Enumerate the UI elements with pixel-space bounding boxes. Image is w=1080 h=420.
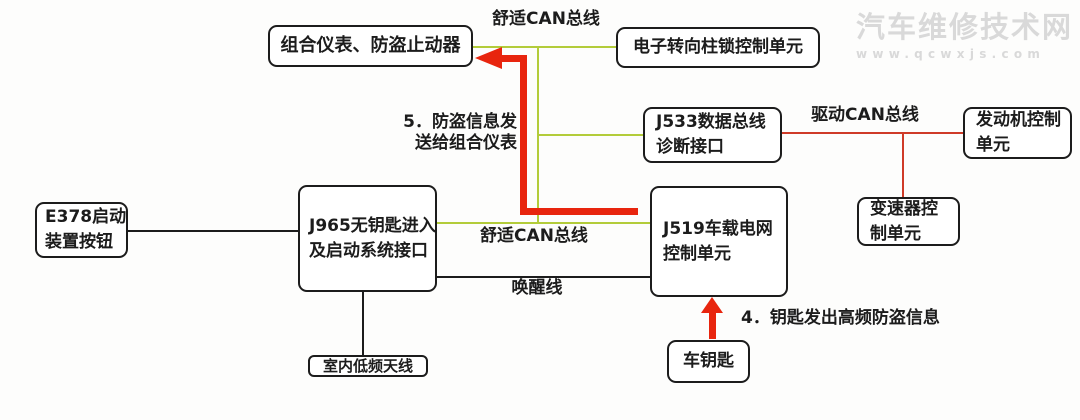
annotation-step5: 5．防盗信息发 送给组合仪表	[385, 112, 517, 155]
node-label: 电子转向柱锁控制单元	[633, 37, 803, 58]
node-e378-start-button: E378启动 装置按钮	[35, 202, 128, 258]
node-label-line2: 控制单元	[663, 243, 731, 264]
node-label-line1: J533数据总线	[656, 112, 766, 133]
node-instrument-cluster-immobilizer: 组合仪表、防盗止动器	[268, 25, 473, 67]
signal-path-top	[501, 55, 527, 62]
node-label-line2: 及启动系统接口	[309, 240, 428, 261]
key-arrow-shaft	[709, 311, 716, 339]
watermark: 汽车维修技术网 www.qcwxjs.com	[856, 4, 1078, 61]
node-j533-gateway: J533数据总线 诊断接口	[643, 107, 782, 163]
node-label: 车钥匙	[683, 351, 734, 372]
comfort-can-top-label: 舒适CAN总线	[492, 9, 600, 29]
comfort-can-line-top	[473, 46, 617, 48]
node-label-line1: J965无钥匙进入	[309, 215, 436, 236]
node-label: 组合仪表、防盗止动器	[280, 34, 461, 56]
annotation-step5-line2: 送给组合仪表	[415, 133, 517, 154]
node-label-line1: E378启动	[45, 207, 127, 228]
node-engine-control-unit: 发动机控制 单元	[963, 107, 1072, 159]
node-label-line2: 装置按钮	[45, 232, 113, 252]
key-arrowhead-up-icon	[701, 297, 723, 313]
node-electronic-steering-column-lock: 电子转向柱锁控制单元	[616, 27, 820, 68]
node-j519-onboard-network-control-unit: J519车载电网 控制单元	[650, 186, 788, 297]
signal-path-bottom	[520, 208, 638, 215]
drive-can-branch-transmission	[902, 133, 904, 197]
comfort-can-branch-j533	[538, 134, 644, 136]
node-label: 室内低频天线	[322, 356, 413, 375]
watermark-title: 汽车维修技术网	[856, 10, 1074, 44]
drive-can-line	[782, 132, 964, 134]
node-label-line2: 制单元	[870, 223, 921, 244]
line-j965-to-antenna	[362, 292, 364, 356]
comfort-can-bottom-label: 舒适CAN总线	[480, 226, 588, 246]
node-label-line2: 单元	[976, 135, 1010, 155]
annotation-step5-line1: 5．防盗信息发	[403, 112, 517, 132]
watermark-url: www.qcwxjs.com	[856, 47, 1046, 61]
line-e378-to-j965	[128, 230, 298, 232]
node-transmission-control-unit: 变速器控 制单元	[857, 197, 960, 246]
drive-can-label: 驱动CAN总线	[811, 105, 919, 125]
comfort-can-line-bottom	[437, 222, 651, 224]
node-car-key: 车钥匙	[667, 340, 750, 383]
signal-path-vertical	[520, 55, 527, 215]
node-label-line1: 变速器控	[870, 198, 938, 219]
signal-arrowhead-to-cluster-icon	[475, 47, 502, 69]
node-label-line1: 发动机控制	[976, 110, 1061, 131]
annotation-step4: 4．钥匙发出高频防盗信息	[741, 308, 940, 328]
node-j965-keyless-entry-interface: J965无钥匙进入 及启动系统接口	[298, 185, 437, 292]
node-interior-low-frequency-antenna: 室内低频天线	[308, 355, 428, 377]
node-label-line1: J519车载电网	[663, 218, 773, 239]
node-label-line2: 诊断接口	[656, 137, 724, 157]
wake-line	[437, 276, 650, 278]
wake-line-label: 唤醒线	[511, 278, 563, 298]
